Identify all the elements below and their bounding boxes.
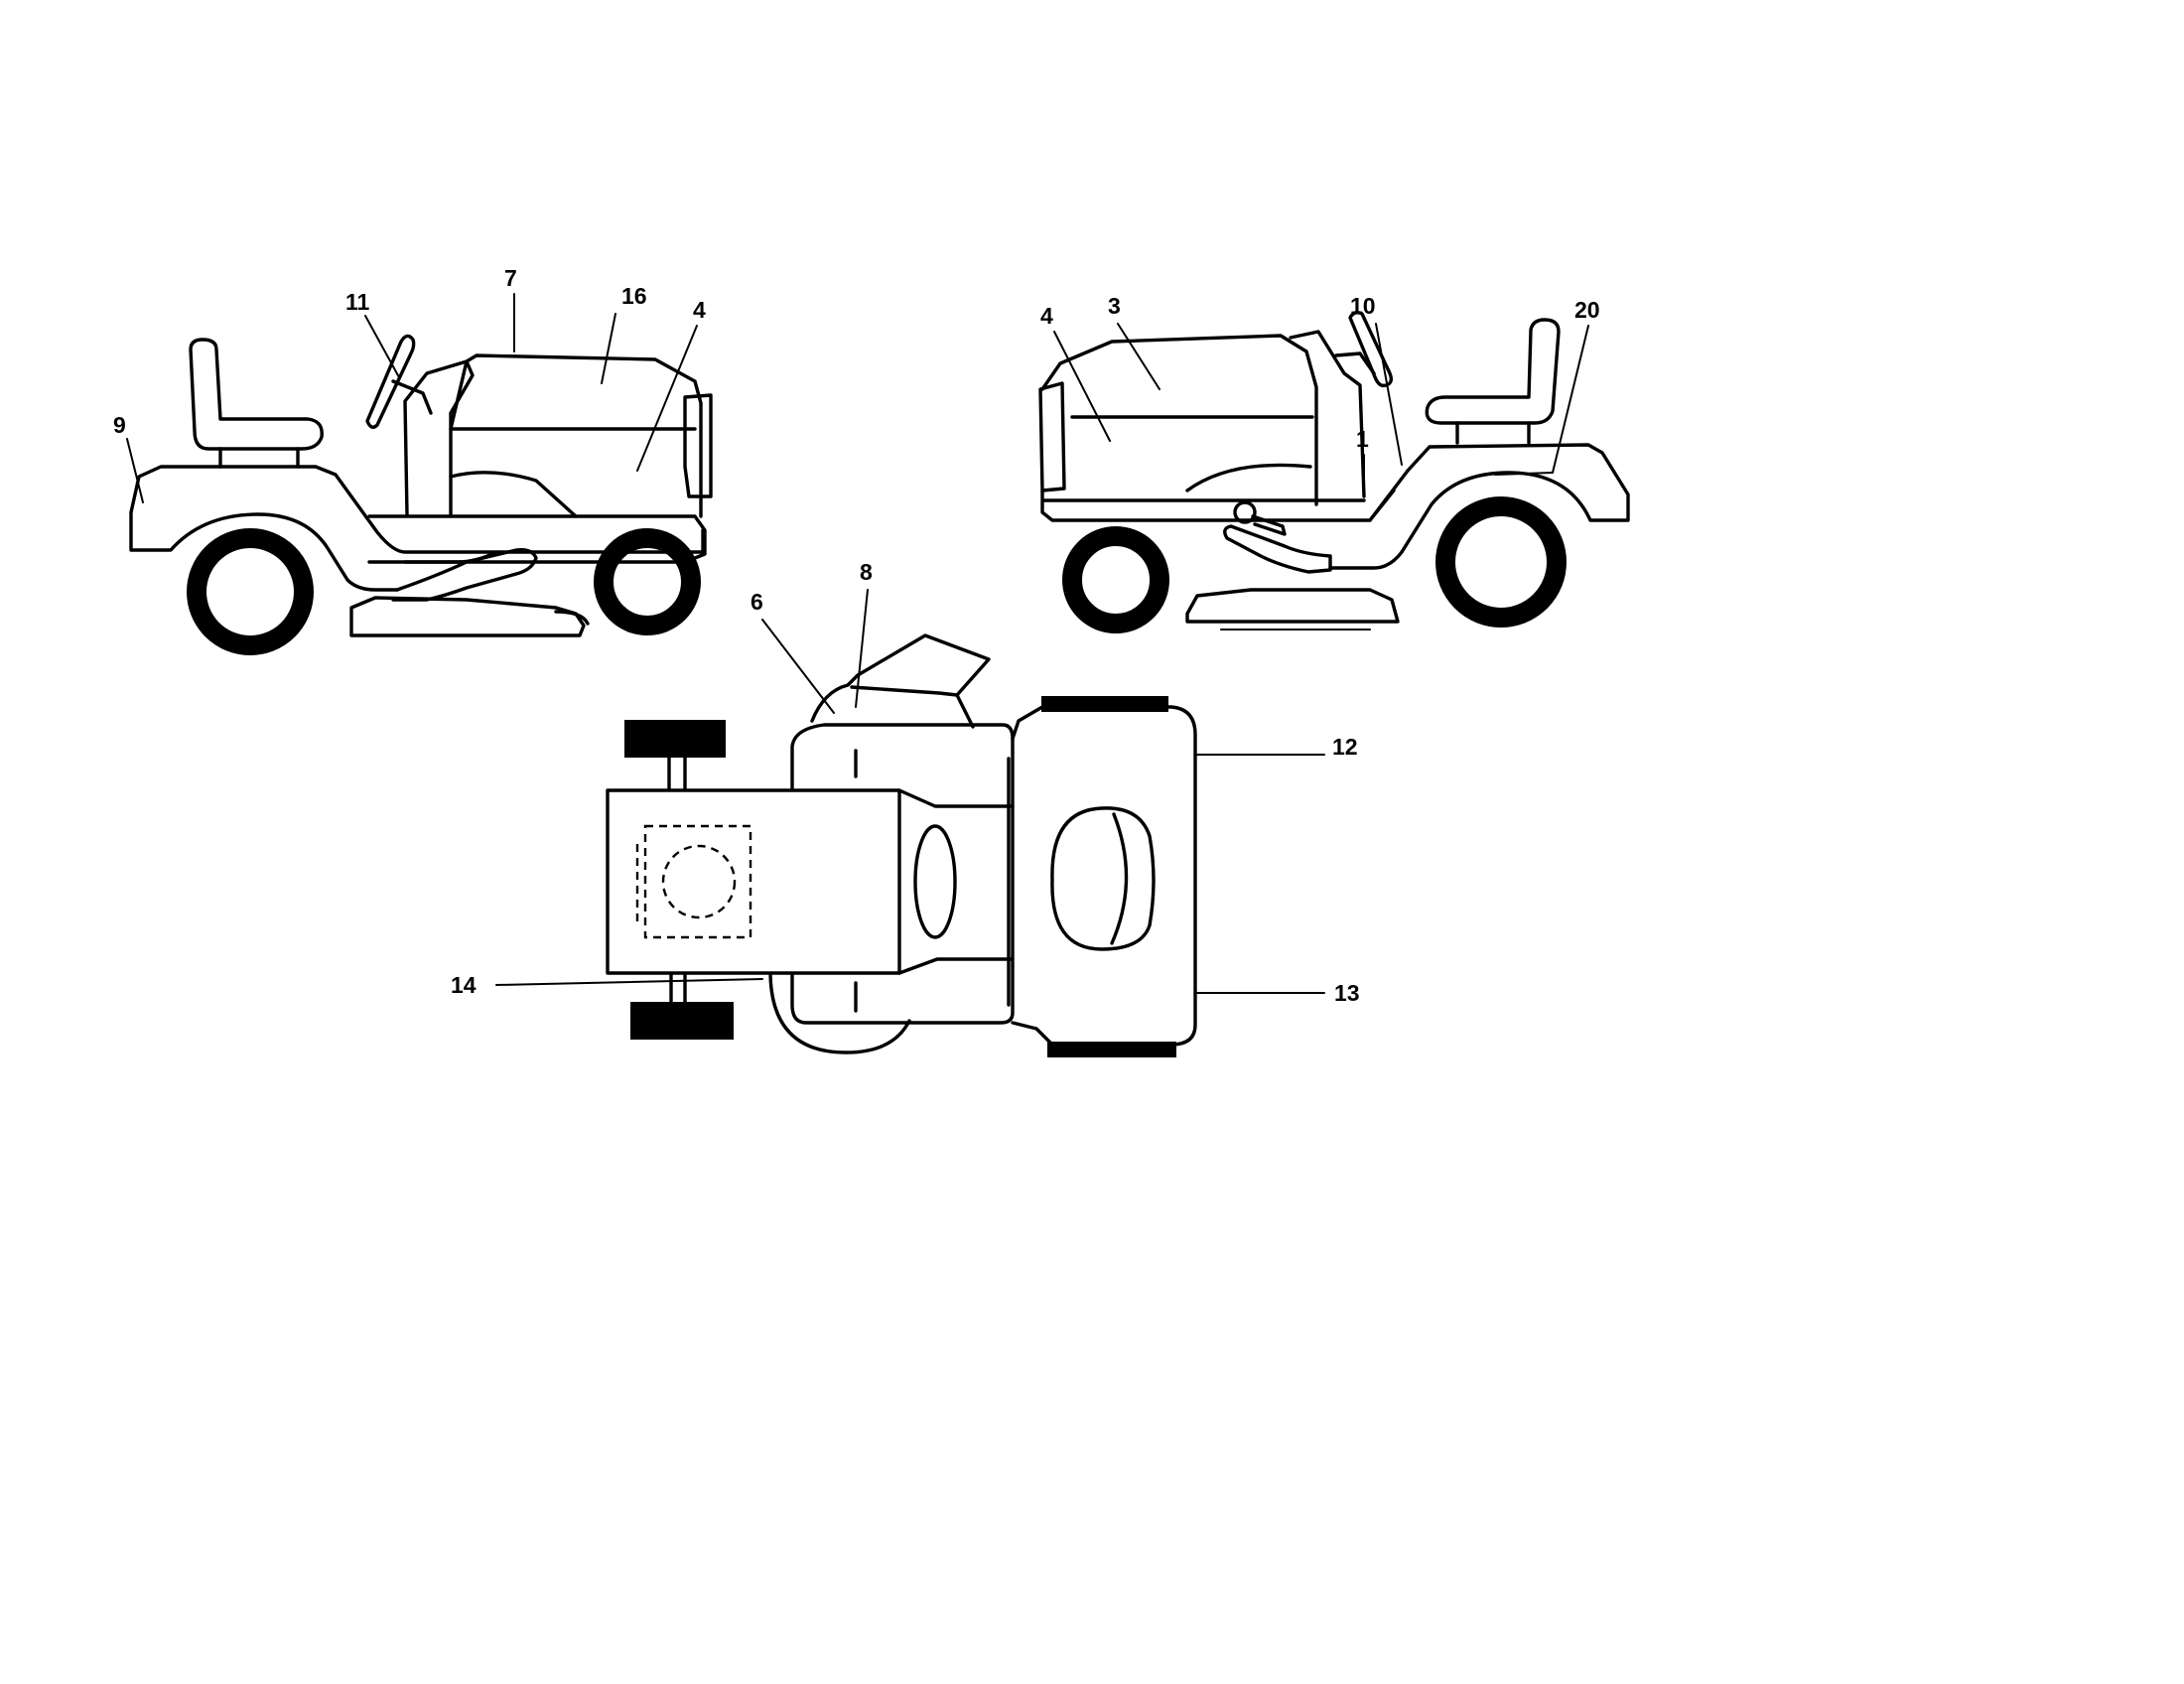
rear-fender: [129, 465, 705, 554]
callouts-right-view: 4 3 10 1 20: [1040, 293, 1600, 491]
leader-3: [1117, 323, 1160, 390]
callout-11: 11: [345, 289, 370, 315]
column-top: [897, 788, 1015, 975]
mower-deck-end: [554, 610, 590, 626]
hood: [449, 353, 703, 518]
seat: [189, 338, 324, 451]
front-right-tire-top: [1047, 1042, 1176, 1057]
callout-16: 16: [621, 283, 647, 309]
callout-20: 20: [1574, 297, 1600, 323]
headlight-oval: [1050, 806, 1156, 951]
callout-6: 6: [751, 589, 763, 615]
callout-13: 13: [1334, 980, 1360, 1006]
callouts-left-view: 9 11 7 16 4: [113, 265, 706, 503]
front-wheel: [594, 528, 701, 635]
control-lever: [1251, 514, 1287, 536]
callout-1: 1: [1356, 426, 1369, 452]
leader-10: [1375, 323, 1403, 466]
grille-right: [1038, 381, 1066, 492]
rear-fender-top: [790, 723, 1015, 1025]
callout-7: 7: [504, 265, 517, 291]
rear-fender-lower: [129, 510, 399, 592]
rear-fender-right: [1328, 443, 1630, 570]
mower-deck-right: [1185, 588, 1400, 624]
steering-wheel: [365, 334, 416, 429]
callout-4-left: 4: [693, 297, 706, 323]
callout-8: 8: [860, 559, 873, 585]
chute-crease: [850, 685, 959, 697]
seat-post-right: [1455, 421, 1531, 445]
leader-9: [126, 438, 144, 503]
chassis-right: [1040, 489, 1396, 522]
decal-20-mark: [1494, 472, 1554, 476]
leader-11: [364, 315, 400, 378]
running-board-right: [1223, 524, 1332, 574]
hood-side-crease: [449, 427, 697, 518]
control-lever-knob: [1233, 500, 1257, 524]
deck-side-arc: [768, 969, 911, 1054]
leader-14: [495, 978, 763, 986]
mower-deck: [349, 596, 586, 637]
leader-16: [601, 313, 616, 384]
tractor-top-view: [606, 633, 1197, 1057]
rear-axle-stub-top: [667, 755, 687, 1005]
callout-10: 10: [1350, 293, 1376, 319]
callout-14: 14: [451, 972, 477, 998]
rear-right-tire-top: [630, 1002, 734, 1040]
front-wheel-right: [1062, 526, 1169, 633]
rear-wheel-right: [1435, 496, 1567, 628]
dash-right: [1289, 330, 1366, 498]
flywheel-dashed: [661, 844, 737, 919]
leader-6: [761, 619, 835, 714]
hood-right: [1040, 334, 1318, 506]
rear-wheel: [187, 528, 314, 655]
tractor-left-side-view: [129, 334, 713, 655]
column-oval: [913, 824, 957, 939]
chassis-frame: [367, 514, 707, 564]
rear-left-tire-top: [624, 720, 726, 758]
hood-crease-right: [1070, 415, 1314, 492]
callout-12: 12: [1332, 734, 1358, 760]
steering-wheel-right: [1348, 310, 1394, 388]
callout-3: 3: [1108, 293, 1121, 319]
engine-outline-dashed: [643, 824, 752, 939]
callouts-top-view: 6 8 12 13 14: [451, 559, 1360, 1006]
discharge-chute: [810, 633, 991, 729]
tractor-right-side-view: [1038, 310, 1630, 633]
callout-4-right: 4: [1040, 303, 1053, 329]
front-left-tire-top: [1041, 696, 1168, 712]
leader-4-right: [1053, 331, 1111, 442]
leader-20: [1552, 325, 1589, 474]
steering-shaft: [391, 379, 433, 415]
fender-line-right: [1368, 469, 1410, 522]
leader-8: [855, 589, 869, 708]
grille: [683, 393, 713, 498]
leader-4-left: [636, 325, 698, 472]
seat-deck-top: [606, 788, 901, 975]
seat-right: [1425, 318, 1561, 425]
running-board: [391, 547, 538, 602]
callout-9: 9: [113, 412, 126, 438]
hood-top: [1011, 705, 1197, 1047]
headlight-inner: [1110, 812, 1129, 945]
steering-shaft-right: [1334, 351, 1376, 375]
seat-post: [218, 447, 300, 469]
